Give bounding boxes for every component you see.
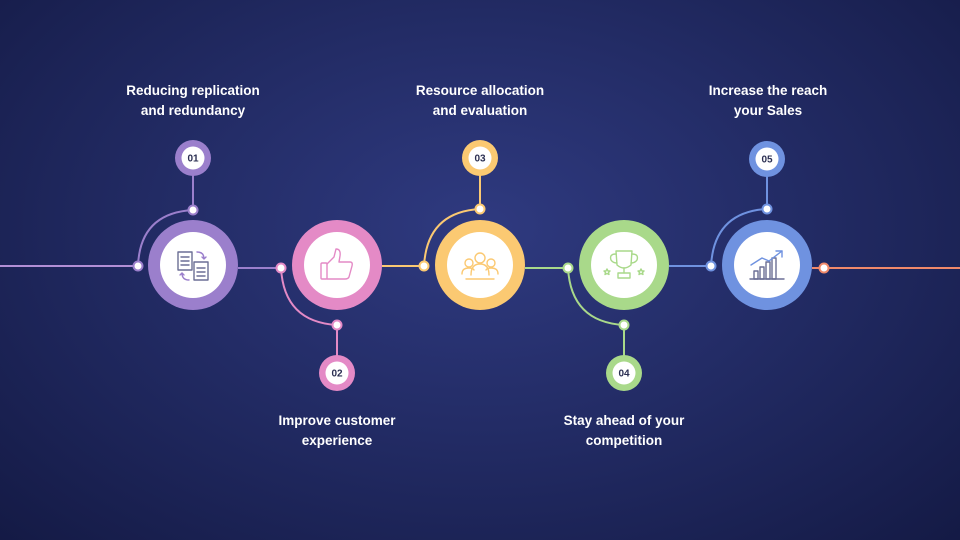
team-icon: [461, 252, 499, 280]
step-2-label: Improve customer experience: [237, 411, 437, 451]
step-5-badge-number: 05: [761, 155, 773, 166]
step-3-badge-number: 03: [474, 154, 486, 165]
step-2-stem-dot: [331, 319, 343, 331]
step-2-connector-arc: [280, 267, 338, 326]
step-2-inner-circle: [304, 232, 370, 298]
step-4-stem-dot: [618, 319, 630, 331]
timeline-lines: [0, 173, 960, 356]
trophy-icon: [603, 250, 645, 279]
thumbs-up-icon: [320, 248, 353, 280]
step-2-label-line-1: Improve customer: [278, 413, 396, 428]
step-4-node: [579, 220, 669, 310]
step-1-badge-center: [181, 146, 205, 170]
step-4-inner-circle: [591, 232, 657, 298]
growth-chart-icon: [749, 250, 785, 280]
timeline-end-dot: [818, 262, 830, 274]
step-1-label-line-1: Reducing replication: [126, 83, 260, 98]
step-4-label: Stay ahead of your competition: [524, 411, 724, 451]
step-3-stem-dot: [474, 203, 486, 215]
step-3-connector-arc: [423, 208, 481, 267]
step-2-badge-center: [325, 361, 349, 385]
step-4-number-badge: 04: [606, 355, 642, 391]
step-4-badge-number: 04: [618, 369, 630, 380]
step-5-number-badge: 05: [749, 141, 785, 177]
step-5-node: [722, 220, 812, 310]
step-3-label: Resource allocation and evaluation: [380, 81, 580, 121]
step-1-badge-number: 01: [187, 154, 199, 165]
step-3-badge-center: [468, 146, 492, 170]
step-4-label-line-1: Stay ahead of your: [563, 413, 685, 428]
step-2-badge-number: 02: [331, 369, 343, 380]
step-5-connector-arc: [710, 208, 768, 267]
step-5-label: Increase the reach your Sales: [668, 81, 868, 121]
step-4-badge-center: [612, 361, 636, 385]
step-1-label: Reducing replication and redundancy: [93, 81, 293, 121]
step-1-label-line-2: and redundancy: [140, 103, 246, 118]
step-3-junction-dot: [418, 260, 430, 272]
step-5-label-line-1: Increase the reach: [708, 83, 828, 98]
step-1-inner-circle: [160, 232, 226, 298]
document-sync-icon: [177, 251, 209, 281]
step-2-junction-dot: [275, 262, 287, 274]
step-1-connector-arc: [137, 209, 194, 267]
step-3-inner-circle: [447, 232, 513, 298]
step-2-number-badge: 02: [319, 355, 355, 391]
step-5-inner-circle: [734, 232, 800, 298]
step-5-junction-dot: [705, 260, 717, 272]
step-1-number-badge: 01: [175, 140, 211, 176]
step-4-label-line-2: competition: [585, 433, 663, 448]
step-5-stem-dot: [761, 203, 773, 215]
step-2-node: [292, 220, 382, 310]
step-5-badge-center: [755, 147, 779, 171]
step-2-label-line-2: experience: [301, 433, 373, 448]
step-1-junction-dot: [132, 260, 144, 272]
step-4-connector-arc: [567, 267, 625, 326]
step-5-label-line-2: your Sales: [733, 103, 803, 118]
step-1-stem-dot: [187, 204, 199, 216]
timeline-nodes: 01 02 03 04 05: [148, 140, 812, 391]
step-1-node: [148, 220, 238, 310]
step-3-label-line-2: and evaluation: [432, 103, 528, 118]
step-3-label-line-1: Resource allocation: [415, 83, 545, 98]
step-4-junction-dot: [562, 262, 574, 274]
step-3-node: [435, 220, 525, 310]
step-3-number-badge: 03: [462, 140, 498, 176]
